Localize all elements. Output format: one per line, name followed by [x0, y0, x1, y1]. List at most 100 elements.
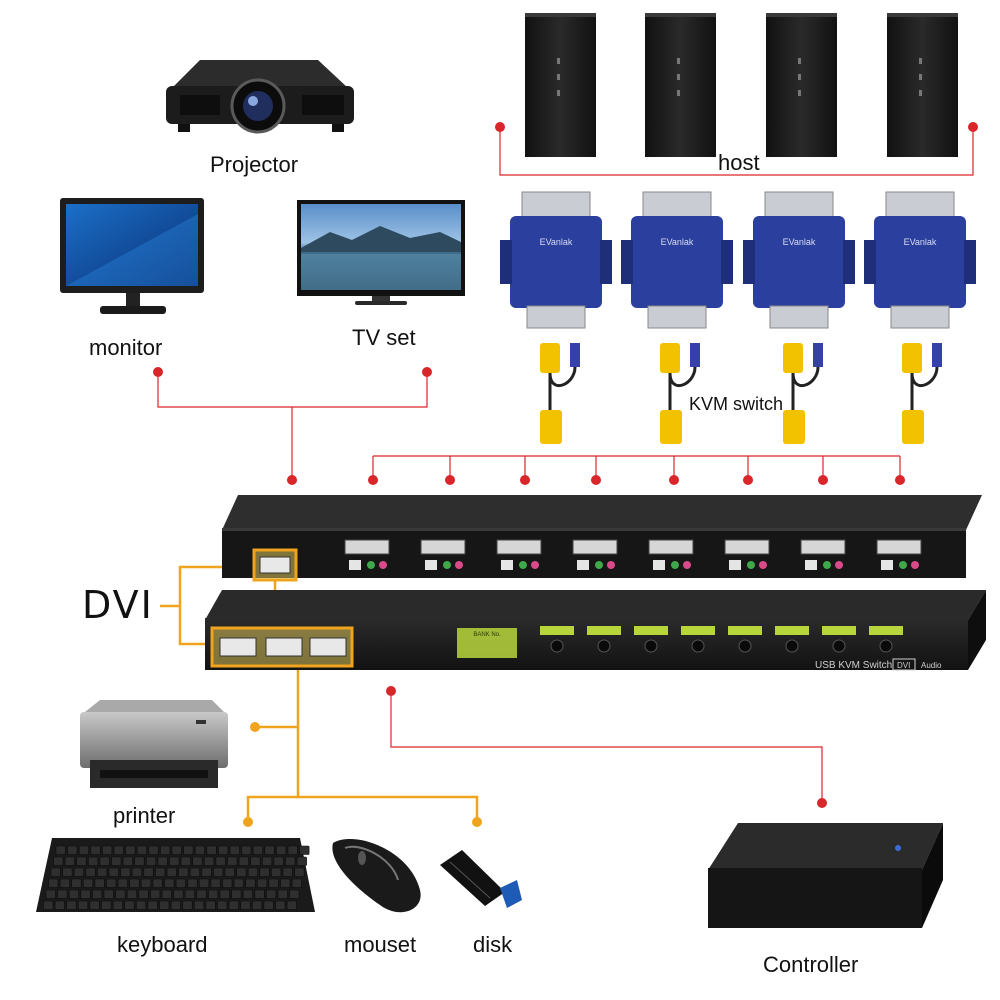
front-button-2: [597, 639, 611, 653]
keyboard-key: [94, 878, 105, 888]
keyboard-key: [169, 856, 180, 866]
keyboard-key: [103, 889, 114, 899]
keyboard-key: [125, 845, 136, 855]
keyboard-key: [175, 878, 186, 888]
keyboard-key: [285, 856, 296, 866]
red-dot-9: [445, 475, 455, 485]
host-tower-3: [766, 13, 837, 157]
back-usb-port-6: [729, 560, 741, 570]
keyboard-key: [287, 845, 298, 855]
keyboard-key: [233, 878, 244, 888]
back-audio-green-2: [443, 561, 451, 569]
keyboard-key: [67, 845, 78, 855]
front-button-8: [879, 639, 893, 653]
switch-audio-text: Audio: [921, 661, 942, 670]
back-dvi-port-6: [724, 539, 770, 555]
front-panel-buttons: [550, 639, 893, 653]
keyboard-key: [238, 856, 249, 866]
keyboard-key: [55, 845, 66, 855]
back-audio-green-6: [747, 561, 755, 569]
monitor-label: monitor: [89, 335, 163, 360]
red-dot-5: [287, 475, 297, 485]
keyboard-key: [222, 878, 233, 888]
display-bracket-line: [157, 372, 428, 408]
front-button-6: [785, 639, 799, 653]
red-dot-4: [422, 367, 432, 377]
back-dvi-port: [259, 556, 291, 574]
back-dvi-port-5: [648, 539, 694, 555]
monitor-device: [60, 198, 204, 314]
keyboard-key: [263, 900, 274, 910]
keyboard-key: [273, 856, 284, 866]
keyboard-key: [199, 878, 210, 888]
controller-label: Controller: [763, 952, 859, 977]
keyboard-key: [173, 889, 184, 899]
controller-line: [390, 691, 823, 803]
keyboard-key: [229, 845, 240, 855]
red-dot-7: [817, 798, 827, 808]
back-dvi-port-7: [800, 539, 846, 555]
keyboard-key: [108, 867, 119, 877]
keyboard-key: [50, 867, 61, 877]
keyboard-key: [252, 845, 263, 855]
host-label: host: [718, 150, 760, 175]
back-usb-port-4: [577, 560, 589, 570]
keyboard-key: [78, 900, 89, 910]
keyboard-key: [97, 867, 108, 877]
keyboard-key: [242, 889, 253, 899]
keyboard-key: [166, 867, 177, 877]
back-usb-port-7: [805, 560, 817, 570]
red-dot-6: [386, 686, 396, 696]
keyboard-key: [286, 900, 297, 910]
keyboard-key: [113, 845, 124, 855]
keyboard-key: [259, 867, 270, 877]
keyboard-key: [83, 878, 94, 888]
back-audio-green-3: [519, 561, 527, 569]
bank-label: BANK No.: [473, 632, 501, 638]
keyboard-key: [194, 900, 205, 910]
front-button-4: [691, 639, 705, 653]
keyboard-key: [54, 900, 65, 910]
front-led-6: [775, 626, 809, 635]
kvm-switch-back-panel: [222, 495, 982, 578]
kvm-cables: [540, 343, 942, 444]
keyboard-key: [138, 889, 149, 899]
controller-device: [708, 823, 943, 928]
kvm-switch-label: KVM switch: [689, 394, 784, 414]
back-dvi-port-4: [572, 539, 618, 555]
keyboard-key: [66, 900, 77, 910]
front-led-1: [540, 626, 574, 635]
dvi-adapters: EVanlak EVanlak EVanlak EVanlak: [500, 191, 976, 329]
keyboard-key: [120, 867, 131, 877]
keyboard-key: [170, 900, 181, 910]
back-usb-port-3: [501, 560, 513, 570]
keyboard-key: [218, 845, 229, 855]
disk-dot: [472, 817, 482, 827]
red-dot-14: [818, 475, 828, 485]
keyboard-key: [189, 867, 200, 877]
keyboard-key: [99, 856, 110, 866]
keyboard-key: [252, 900, 263, 910]
front-led-8: [869, 626, 903, 635]
keyboard-key: [178, 867, 189, 877]
kvm-cable-1: [540, 343, 580, 444]
keyboard-key: [275, 900, 286, 910]
adapter-1-brand: EVanlak: [540, 237, 573, 247]
front-led-4: [681, 626, 715, 635]
back-audio-pink-2: [455, 561, 463, 569]
keyboard-key: [256, 878, 268, 888]
keyboard-key: [147, 900, 158, 910]
keyboard-key: [73, 867, 84, 877]
keyboard-key: [231, 889, 242, 899]
back-audio-green-1: [367, 561, 375, 569]
switch-model-text: USB KVM Switch: [815, 660, 892, 671]
adapter-2-brand: EVanlak: [661, 237, 694, 247]
keyboard-key: [171, 845, 182, 855]
keyboard-key: [268, 878, 279, 888]
back-audio-pink-5: [683, 561, 691, 569]
keyboard-key: [146, 856, 157, 866]
keyboard-key: [210, 878, 221, 888]
dvi-adapter-3: EVanlak: [743, 191, 855, 329]
back-audio-green-4: [595, 561, 603, 569]
